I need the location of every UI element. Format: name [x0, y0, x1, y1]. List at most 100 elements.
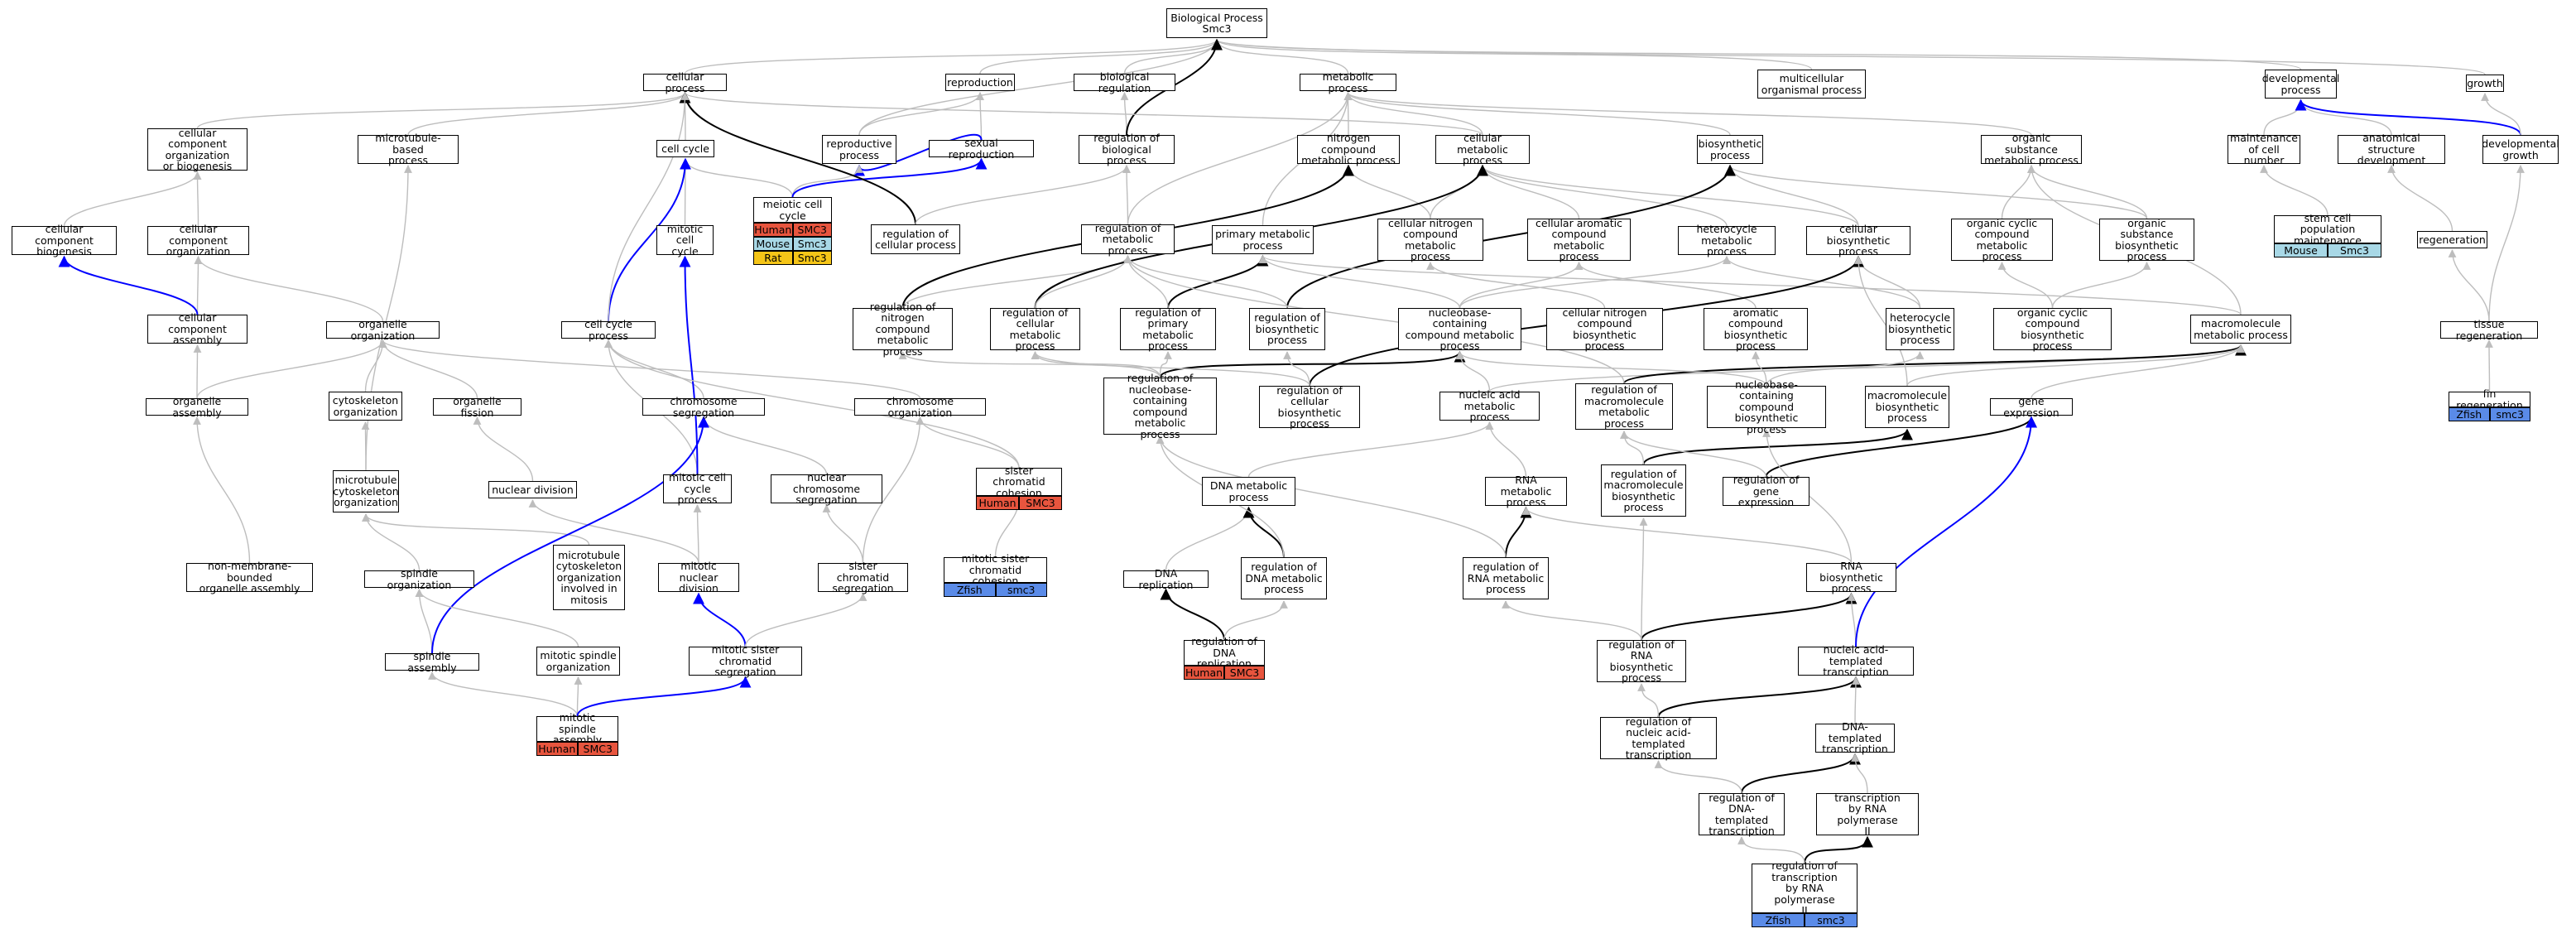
species-label: Zfish: [1752, 913, 1805, 927]
node-reg-nat-transcription[interactable]: regulation of nucleic acid-templated tra…: [1600, 715, 1717, 760]
node-mitotic-sister-cohesion[interactable]: mitotic sister chromatid cohesion: [944, 553, 1047, 587]
node-ccoob[interactable]: cellular component organization or bioge…: [147, 127, 248, 171]
node-reg-metabolic-process[interactable]: regulation of metabolic process: [1081, 223, 1175, 256]
node-cc-biogenesis[interactable]: cellular component biogenesis: [12, 224, 117, 257]
node-metabolic-process[interactable]: metabolic process: [1300, 71, 1396, 94]
node-reproduction[interactable]: reproduction: [945, 74, 1015, 91]
node-organelle-organization[interactable]: organelle organization: [326, 319, 440, 341]
node-tissue-regeneration[interactable]: tissue regeneration: [2440, 319, 2538, 341]
node-spindle-assembly[interactable]: spindle assembly: [385, 651, 479, 673]
node-nitrogen-compound-mp[interactable]: nitrogen compound metabolic process: [1297, 132, 1400, 166]
edge-organic_cyclic_cbp-to-organic_substance_bp: [2051, 262, 2151, 309]
node-meiotic-cell-cycle[interactable]: meiotic cell cycle: [753, 197, 832, 223]
node-reg-bio-process[interactable]: regulation of biological process: [1079, 132, 1175, 166]
node-mitotic-spindle-org[interactable]: mitotic spindle organization: [536, 647, 620, 676]
node-gene-expression[interactable]: gene expression: [1990, 396, 2073, 418]
node-reg-macromolecule-mp[interactable]: regulation of macromolecule metabolic pr…: [1575, 383, 1673, 430]
node-cellular-mp[interactable]: cellular metabolic process: [1435, 132, 1530, 166]
edge-nucleic_acid_templated-to-gene_expression: [1855, 416, 2037, 647]
node-reg-macromolecule-bp[interactable]: regulation of macromolecule biosynthetic…: [1601, 464, 1686, 517]
node-organelle-assembly[interactable]: organelle assembly: [146, 396, 248, 418]
node-reg-cellular-process[interactable]: regulation of cellular process: [871, 224, 960, 254]
node-macromolecule-bp[interactable]: macromolecule biosynthetic process: [1865, 386, 1949, 428]
node-reg-nitrogen-cmp[interactable]: regulation of nitrogen compound metaboli…: [853, 301, 953, 357]
node-organic-cyclic-cbp[interactable]: organic cyclic compound biosynthetic pro…: [1993, 306, 2112, 351]
node-cellular-nitrogen-cmp[interactable]: cellular nitrogen compound metabolic pro…: [1377, 217, 1483, 262]
node-rna-bp[interactable]: RNA biosynthetic process: [1806, 561, 1896, 594]
node-rna-mp[interactable]: RNA metabolic process: [1485, 474, 1567, 508]
node-mitotic-cc-process[interactable]: mitotic cell cycle process: [663, 472, 732, 506]
edge-meiotic_cell_cycle-to-reproductive_process: [791, 165, 863, 198]
node-reg-cellular-bp[interactable]: regulation of cellular biosynthetic proc…: [1259, 384, 1360, 429]
node-nuclear-chromosome-seg[interactable]: nuclear chromosome segregation: [771, 472, 882, 506]
node-reg-rna-mp[interactable]: regulation of RNA metabolic process: [1463, 557, 1549, 599]
node-maintenance-cell-number[interactable]: maintenance of cell number: [2228, 132, 2300, 166]
node-cellular-biosynthetic[interactable]: cellular biosynthetic process: [1806, 224, 1910, 257]
node-cellular-process[interactable]: cellular process: [643, 71, 727, 94]
node-mitotic-nuclear-division[interactable]: mitotic nuclear division: [658, 561, 739, 594]
node-cell-cycle-process[interactable]: cell cycle process: [561, 319, 656, 341]
node-reg-dna-mp[interactable]: regulation of DNA metabolic process: [1241, 557, 1327, 599]
node-nucleic-acid-templated[interactable]: nucleic acid-templated transcription: [1798, 644, 1914, 678]
node-biosynthetic-process[interactable]: biosynthetic process: [1697, 135, 1763, 164]
node-microtubule-based[interactable]: microtubule-based process: [358, 132, 459, 166]
node-dna-mp[interactable]: DNA metabolic process: [1202, 477, 1295, 506]
node-cellular-nitrogen-cbp[interactable]: cellular nitrogen compound biosynthetic …: [1546, 306, 1663, 351]
node-reg-biosynthetic[interactable]: regulation of biosynthetic process: [1249, 308, 1325, 350]
node-sexual-reproduction[interactable]: sexual reproduction: [929, 137, 1034, 160]
node-spindle-organization[interactable]: spindle organization: [364, 568, 474, 590]
node-nucleobase-cmp[interactable]: nucleobase-containing compound metabolic…: [1398, 306, 1521, 351]
node-reg-transcription-rnap2[interactable]: regulation of transcription by RNA polym…: [1752, 860, 1858, 917]
node-reg-dna-templated[interactable]: regulation of DNA-templated transcriptio…: [1699, 791, 1785, 836]
node-chromosome-segregation[interactable]: chromosome segregation: [642, 396, 765, 418]
node-developmental-growth[interactable]: developmental growth: [2482, 135, 2559, 164]
node-aromatic-cbp[interactable]: aromatic compound biosynthetic process: [1704, 306, 1808, 351]
node-organic-substance-mp[interactable]: organic substance metabolic process: [1981, 132, 2082, 166]
node-mitotic-spindle-assembly[interactable]: mitotic spindle assembly: [536, 712, 618, 746]
node-nucleobase-cbp[interactable]: nucleobase-containing compound biosynthe…: [1707, 379, 1826, 435]
node-sister-chromatid-seg[interactable]: sister chromatid segregation: [818, 561, 908, 594]
node-developmental-process[interactable]: developmental process: [2262, 70, 2339, 99]
edge-fin_regeneration-to-tissue_regeneration: [2485, 339, 2493, 392]
edge-aromatic_cbp-to-cellular_aromatic_cmp: [1574, 262, 1757, 309]
node-microtubule-cyto-org[interactable]: microtubule cytoskeleton organization: [333, 470, 399, 512]
node-reproductive-process[interactable]: reproductive process: [822, 135, 896, 164]
node-non-membrane-bounded[interactable]: non-membrane-bounded organelle assembly: [186, 561, 313, 594]
node-cc-assembly[interactable]: cellular component assembly: [147, 312, 248, 346]
node-sister-chromatid-cohesion[interactable]: sister chromatid cohesion: [976, 465, 1062, 498]
node-heterocycle-bp[interactable]: heterocycle biosynthetic process: [1886, 308, 1954, 350]
node-reg-cellular-mp[interactable]: regulation of cellular metabolic process: [990, 306, 1080, 351]
node-mitotic-sister-seg[interactable]: mitotic sister chromatid segregation: [689, 644, 802, 678]
node-nucleic-acid-mp[interactable]: nucleic acid metabolic process: [1439, 389, 1540, 423]
node-mitotic-cell-cycle[interactable]: mitotic cell cycle: [656, 224, 714, 257]
node-reg-primary-mp[interactable]: regulation of primary metabolic process: [1120, 306, 1216, 351]
node-primary-mp[interactable]: primary metabolic process: [1212, 225, 1314, 254]
node-dna-templated[interactable]: DNA-templated transcription: [1815, 721, 1895, 755]
node-root[interactable]: Biological Process Smc3: [1166, 8, 1267, 38]
node-cellular-aromatic-cmp[interactable]: cellular aromatic compound metabolic pro…: [1527, 217, 1631, 262]
node-mt-cyto-org-mitosis[interactable]: microtubule cytoskeleton organization in…: [553, 545, 625, 610]
node-reg-nucleobase-cmp[interactable]: regulation of nucleobase-containing comp…: [1103, 373, 1217, 440]
node-cc-organization[interactable]: cellular component organization: [147, 224, 249, 257]
node-fin-regeneration[interactable]: fin regeneration: [2449, 388, 2530, 411]
node-dna-replication[interactable]: DNA replication: [1123, 568, 1209, 590]
node-reg-dna-replication[interactable]: regulation of DNA replication: [1184, 636, 1265, 670]
node-growth[interactable]: growth: [2466, 75, 2504, 92]
node-cell-cycle[interactable]: cell cycle: [656, 140, 714, 157]
node-cytoskeleton-org[interactable]: cytoskeleton organization: [329, 392, 402, 421]
node-transcription-rnap2[interactable]: transcription by RNA polymerase II: [1816, 791, 1919, 836]
node-regeneration[interactable]: regeneration: [2417, 231, 2487, 248]
node-multicellular[interactable]: multicellular organismal process: [1757, 70, 1866, 99]
node-stem-cell-pop[interactable]: stem cell population maintenance: [2274, 213, 2381, 246]
node-reg-gene-expression[interactable]: regulation of gene expression: [1723, 474, 1809, 508]
node-macromolecule-mp[interactable]: macromolecule metabolic process: [2190, 315, 2291, 344]
node-organelle-fission[interactable]: organelle fission: [433, 396, 521, 418]
node-chromosome-organization[interactable]: chromosome organization: [854, 396, 986, 418]
node-biological-regulation[interactable]: biological regulation: [1074, 71, 1175, 94]
node-nuclear-division[interactable]: nuclear division: [488, 481, 577, 498]
node-anatomical-structure-dev[interactable]: anatomical structure development: [2338, 132, 2445, 166]
node-organic-substance-bp[interactable]: organic substance biosynthetic process: [2099, 217, 2194, 262]
node-heterocycle-mp[interactable]: heterocycle metabolic process: [1678, 224, 1776, 257]
node-reg-rna-bp[interactable]: regulation of RNA biosynthetic process: [1597, 638, 1686, 683]
node-organic-cyclic-cmp[interactable]: organic cyclic compound metabolic proces…: [1951, 217, 2053, 262]
